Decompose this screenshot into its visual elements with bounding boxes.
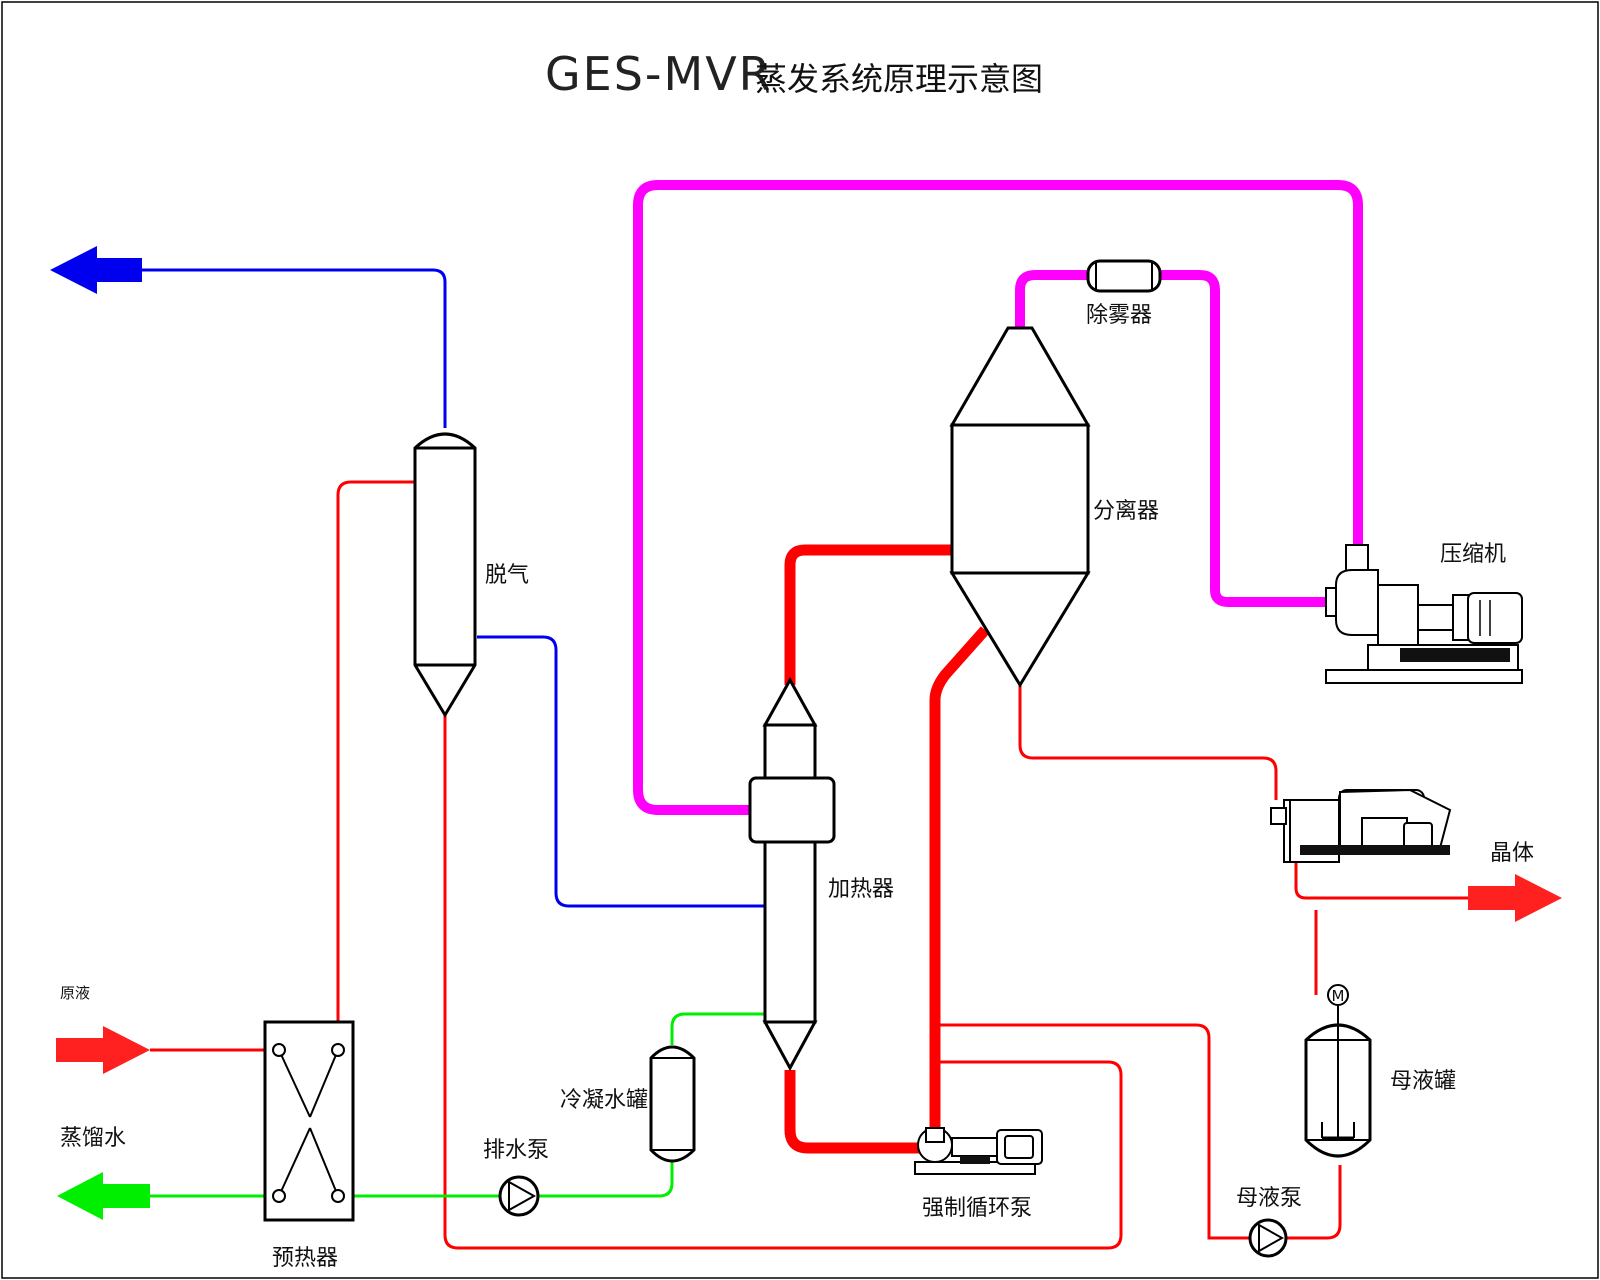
blue-pipe-vent xyxy=(140,268,447,428)
red-pipe-heater-separator xyxy=(784,544,955,685)
forced-circulation-pump xyxy=(914,1127,1043,1175)
blue-pipe-degasser-heater xyxy=(477,635,765,908)
steam-pipe-compressor-inlet xyxy=(1160,270,1330,607)
label-demister: 除雾器 xyxy=(1086,303,1152,328)
distilled-out-arrow-icon xyxy=(57,1172,150,1220)
red-pipe-crystal-out xyxy=(1294,860,1470,900)
title-main: GES-MVR xyxy=(545,47,773,101)
crystal-out-arrow-icon xyxy=(1468,874,1562,922)
red-pipe-preheater-degasser xyxy=(336,480,415,1050)
drain-pump-icon xyxy=(498,1175,540,1217)
label-degasser: 脱气 xyxy=(485,563,529,588)
label-raw-liquid: 原液 xyxy=(60,984,90,1002)
green-pipe-tank-pump xyxy=(538,1160,674,1198)
label-compressor: 压缩机 xyxy=(1440,542,1506,567)
compressor xyxy=(1325,544,1523,684)
red-pipe-separator-pump xyxy=(929,626,990,1130)
red-pipe-mother-pump-tank xyxy=(1286,1165,1342,1240)
vent-arrow-icon xyxy=(50,246,142,294)
title-sub: 蒸发系统原理示意图 xyxy=(755,60,1043,98)
red-pipe-heater-pump xyxy=(784,1070,925,1154)
degasser-column xyxy=(413,432,477,718)
label-drain-pump: 排水泵 xyxy=(483,1138,549,1163)
red-pipe-degasser-loop xyxy=(443,715,1123,1250)
centrifuge xyxy=(1270,788,1452,863)
label-mother-liquor-tank: 母液罐 xyxy=(1390,1069,1456,1094)
mother-liquor-pump-icon xyxy=(1248,1218,1288,1258)
red-pipe-separator-centrifuge xyxy=(1018,685,1278,800)
label-crystal: 晶体 xyxy=(1490,841,1534,866)
label-condensate-tank: 冷凝水罐 xyxy=(560,1088,648,1113)
label-mother-liquor-pump: 母液泵 xyxy=(1236,1186,1302,1211)
steam-pipe-main xyxy=(633,180,1363,815)
label-heater: 加热器 xyxy=(828,877,894,902)
condensate-tank xyxy=(649,1045,696,1163)
demister xyxy=(1086,259,1162,293)
raw-in-arrow-icon xyxy=(56,1026,150,1074)
preheater xyxy=(263,1020,355,1222)
label-forced-circulation-pump: 强制循环泵 xyxy=(922,1196,1032,1221)
label-preheater: 预热器 xyxy=(272,1246,338,1271)
label-separator: 分离器 xyxy=(1093,499,1159,524)
mother-liquor-tank xyxy=(1304,1005,1372,1158)
steam-pipe-separator xyxy=(1015,270,1088,328)
heater xyxy=(748,676,836,1072)
separator xyxy=(949,326,1091,688)
motor-m-icon: M xyxy=(1327,984,1349,1006)
label-distilled-water: 蒸馏水 xyxy=(60,1126,126,1151)
green-pipe-heater-tank xyxy=(670,1012,765,1045)
motor-symbol: M xyxy=(1332,987,1345,1005)
red-pipe-to-mother-pump xyxy=(935,1023,1250,1240)
